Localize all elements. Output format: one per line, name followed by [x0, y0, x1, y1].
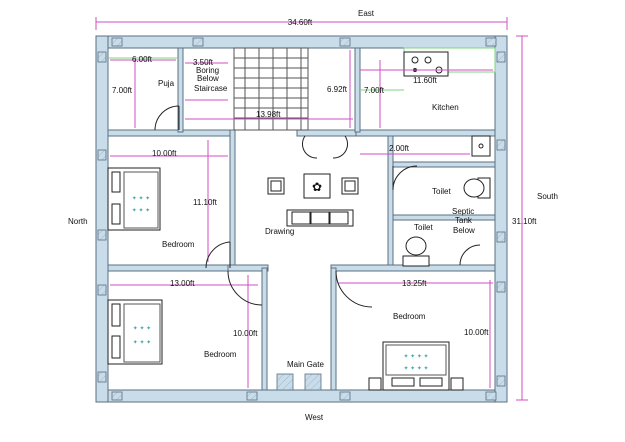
interior-walls	[107, 47, 496, 391]
overall-depth-label: 31.10ft	[512, 217, 537, 226]
boring-area: 3.50ft Boring Below Staircase	[185, 58, 228, 101]
kitchen-room: 11.60ft 7.00ft Kitchen	[360, 47, 496, 157]
bedroom-sw-width-label: 13.00ft	[170, 279, 195, 288]
bed-icon: ✦ ✦ ✦ ✦ ✦ ✦ ✦ ✦	[368, 341, 464, 391]
door-swing-icon	[302, 135, 348, 159]
overall-width-dimension: 34.60ft	[95, 17, 508, 30]
bed-icon: ✦ ✦ ✦ ✦ ✦ ✦	[107, 299, 163, 365]
door-swing-icon	[154, 105, 180, 131]
svg-text:✦ ✦ ✦: ✦ ✦ ✦	[133, 325, 151, 332]
stair-depth-label: 6.92ft	[327, 85, 348, 94]
bedroom-nw-width-label: 10.00ft	[152, 149, 177, 158]
boring-line3: Staircase	[194, 84, 228, 93]
outer-walls	[95, 35, 508, 403]
stair-icon	[233, 47, 309, 131]
bed-icon: ✦ ✦ ✦ ✦ ✦ ✦	[107, 167, 161, 231]
stove-icon	[403, 51, 449, 77]
svg-text:✦ ✦ ✦: ✦ ✦ ✦	[132, 207, 150, 214]
sofa-icon	[286, 209, 354, 227]
bedroom-nw-depth-label: 11.10ft	[193, 198, 218, 207]
overall-width-label: 34.60ft	[288, 18, 313, 27]
bedroom-se: 13.25ft 10.00ft Bedroom ✦ ✦ ✦ ✦ ✦ ✦ ✦ ✦	[335, 270, 493, 391]
svg-text:✦ ✦ ✦ ✦: ✦ ✦ ✦ ✦	[403, 353, 428, 360]
septic-line1: Septic	[452, 207, 474, 216]
main-gate: Main Gate	[276, 360, 324, 391]
compass-north: North	[68, 217, 88, 226]
bedroom-sw-label: Bedroom	[204, 350, 237, 359]
svg-text:✿: ✿	[312, 180, 322, 194]
main-gate-label: Main Gate	[287, 360, 324, 369]
bedroom-sw-depth-label: 10.00ft	[233, 329, 258, 338]
bedroom-nw-label: Bedroom	[162, 240, 195, 249]
toilet-icon	[463, 177, 491, 199]
puja-label: Puja	[158, 79, 175, 88]
kitchen-depth-label: 7.00ft	[364, 86, 385, 95]
compass-east: East	[358, 9, 375, 18]
boring-line2: Below	[197, 74, 219, 83]
compass-south: South	[537, 192, 558, 201]
stair-width-label: 13.98ft	[256, 110, 281, 119]
kitchen-width-label: 11.60ft	[413, 76, 438, 85]
toilet-lower: Toilet Septic Tank Below	[402, 207, 481, 267]
svg-text:✦ ✦ ✦: ✦ ✦ ✦	[133, 339, 151, 346]
septic-line2: Tank	[455, 216, 473, 225]
compass-west: West	[305, 413, 324, 422]
puja-room: 6.00ft 7.00ft Puja	[108, 55, 180, 131]
boring-width-label: 3.50ft	[193, 58, 214, 67]
bedroom-se-label: Bedroom	[393, 312, 426, 321]
toilet-upper-width-label: 2.00ft	[389, 144, 410, 153]
toilet-upper-label: Toilet	[432, 187, 451, 196]
drawing-label: Drawing	[265, 227, 294, 236]
bedroom-se-width-label: 13.25ft	[402, 279, 427, 288]
septic-line3: Below	[453, 226, 475, 235]
overall-depth-dimension: 31.10ft	[512, 35, 537, 401]
boring-line1: Boring	[196, 66, 219, 75]
toilet-icon	[402, 236, 430, 267]
stair-dimensions: 13.98ft 6.92ft	[185, 50, 353, 128]
toilet-lower-label: Toilet	[414, 223, 433, 232]
toilet-upper: 2.00ft Toilet	[360, 144, 491, 199]
bedroom-sw: 13.00ft 10.00ft Bedroom ✦ ✦ ✦ ✦ ✦ ✦	[107, 270, 263, 388]
bedroom-nw: 10.00ft 11.10ft Bedroom ✦ ✦ ✦ ✦ ✦ ✦	[107, 140, 231, 269]
drawing-room: Drawing ✿	[265, 135, 359, 236]
svg-text:✦ ✦ ✦: ✦ ✦ ✦	[132, 195, 150, 202]
kitchen-label: Kitchen	[432, 103, 459, 112]
bedroom-se-depth-label: 10.00ft	[464, 328, 489, 337]
puja-width-label: 6.00ft	[132, 55, 153, 64]
svg-text:✦ ✦ ✦ ✦: ✦ ✦ ✦ ✦	[403, 365, 428, 372]
puja-depth-label: 7.00ft	[112, 86, 133, 95]
